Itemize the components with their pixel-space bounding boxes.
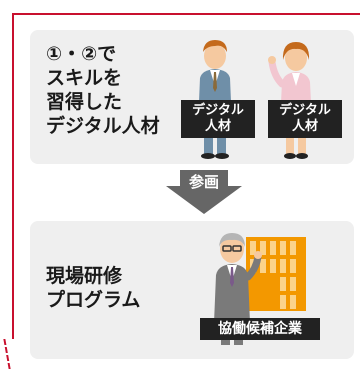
digital-talent-tag-2: デジタル 人材: [268, 100, 342, 138]
down-arrow-icon: [166, 170, 242, 214]
businesswoman-icon: [268, 42, 312, 159]
onsite-training-text: 現場研修 プログラム: [46, 265, 141, 311]
building-icon: [246, 237, 306, 311]
participation-label: 参画: [188, 173, 219, 191]
frame-dashed-continuation: [3, 339, 17, 369]
digital-talent-tag-1: デジタル 人材: [181, 100, 255, 138]
frame-left-border: [12, 13, 14, 339]
digital-talent-panel: ①・②で スキルを 習得した デジタル人材 デジタル 人材 デジタル 人材: [30, 30, 354, 164]
businessman-icon: [198, 40, 232, 159]
onsite-training-panel: 現場研修 プログラム 協働候補企業: [30, 221, 354, 359]
partner-company-tag: 協働候補企業: [200, 318, 320, 340]
frame-top-border: [14, 13, 360, 15]
digital-talent-text: ①・②で スキルを 習得した デジタル人材: [46, 43, 160, 137]
